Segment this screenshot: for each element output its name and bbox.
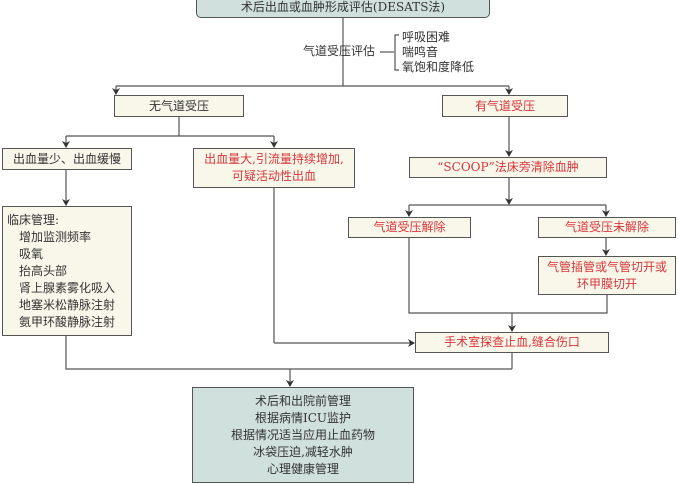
- post-op-line: 根据病情ICU监护: [254, 410, 352, 425]
- compression-box: 有气道受压: [442, 95, 568, 117]
- major-bleeding-box: 出血量大,引流量持续增加, 可疑活动性出血: [193, 148, 355, 188]
- post-op-line: 术后和出院前管理: [254, 393, 351, 408]
- management-item: 氨甲环酸静脉注射: [19, 314, 116, 329]
- intubation-line1: 气管插管或气管切开或: [546, 259, 667, 274]
- minor-bleeding-box: 出血量少、出血缓慢: [2, 148, 132, 170]
- no-compression-box: 无气道受压: [114, 95, 244, 117]
- minor-bleeding-label: 出血量少、出血缓慢: [12, 151, 121, 166]
- management-item: 抬高头部: [19, 263, 68, 278]
- sign-dyspnea: 呼吸困难: [402, 30, 451, 44]
- intubation-line2: 环甲膜切开: [576, 276, 637, 291]
- post-op-line: 根据情况适当应用止血药物: [230, 427, 375, 442]
- relieved-label: 气道受压解除: [373, 220, 446, 234]
- major-bleeding-line1: 出血量大,引流量持续增加,: [204, 152, 344, 166]
- management-item: 增加监测频率: [19, 229, 92, 244]
- not-relieved-label: 气道受压未解除: [564, 220, 649, 234]
- airway-signs: 呼吸困难 喘鸣音 氧饱和度降低: [402, 30, 474, 75]
- sign-desaturation: 氧饱和度降低: [402, 60, 475, 74]
- major-bleeding-line2: 可疑活动性出血: [231, 169, 316, 183]
- not-relieved-box: 气道受压未解除: [538, 217, 676, 238]
- surgery-label: 手术室探查止血,缝合伤口: [444, 335, 580, 349]
- post-op-box: 术后和出院前管理 根据病情ICU监护 根据情况适当应用止血药物 冰袋压迫,减轻水…: [192, 387, 414, 483]
- relieved-box: 气道受压解除: [348, 217, 471, 238]
- scoop-label: “SCOOP”法床旁清除血肿: [437, 160, 579, 174]
- post-op-line: 心理健康管理: [266, 461, 339, 476]
- clinical-management-box: 临床管理: 增加监测频率 吸氧 抬高头部 肾上腺素雾化吸入 地塞米松静脉注射 氨…: [2, 206, 132, 336]
- surgery-box: 手术室探查止血,缝合伤口: [415, 332, 609, 353]
- assessment-title-box: 术后出血或血肿形成评估(DESATS法): [196, 0, 490, 18]
- no-compression-label: 无气道受压: [148, 98, 209, 113]
- management-item: 地塞米松静脉注射: [19, 297, 116, 312]
- assessment-title: 术后出血或血肿形成评估(DESATS法): [240, 0, 446, 14]
- management-title: 临床管理:: [7, 212, 60, 227]
- intubation-box: 气管插管或气管切开或 环甲膜切开: [538, 256, 676, 295]
- scoop-box: “SCOOP”法床旁清除血肿: [409, 157, 607, 178]
- sign-stridor: 喘鸣音: [402, 45, 439, 59]
- compression-label: 有气道受压: [474, 98, 535, 113]
- airway-assessment-label: 气道受压评估: [303, 44, 376, 58]
- post-op-line: 冰袋压迫,减轻水肿: [253, 444, 353, 459]
- management-item: 吸氧: [19, 246, 44, 261]
- management-item: 肾上腺素雾化吸入: [19, 280, 116, 295]
